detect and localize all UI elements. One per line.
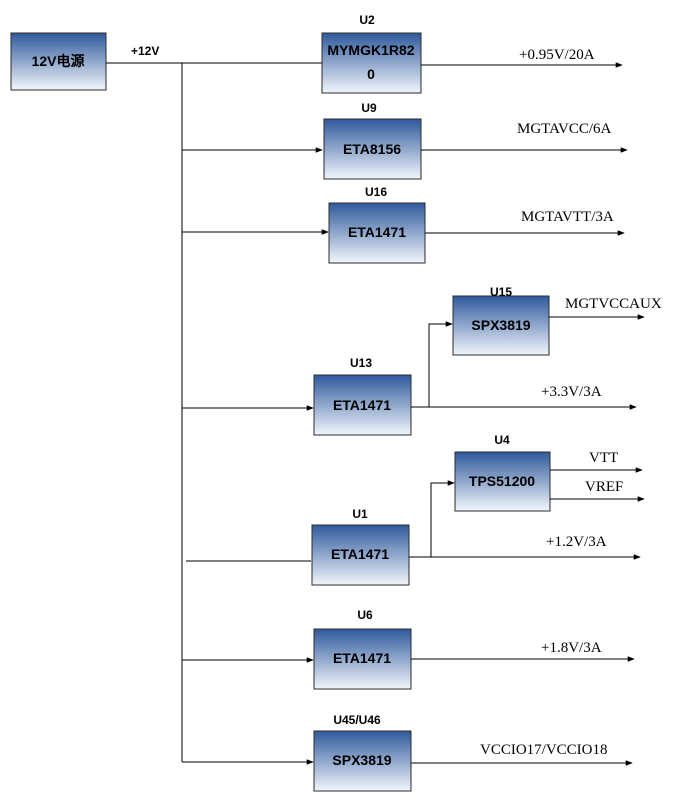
chip-u2: U2 MYMGK1R82 0 +0.95V/20A [321, 13, 623, 94]
chip-u16: U16 ETA1471 MGTAVTT/3A [328, 185, 625, 264]
chip-u45-u46: U45/U46 SPX3819 VCCIO17/VCCIO18 [313, 713, 633, 792]
chip-u6-box [313, 628, 412, 690]
chip-u4-vtt-label: VTT [589, 450, 618, 466]
chip-u45-u46-output-label: VCCIO17/VCCIO18 [480, 742, 608, 758]
chip-u4-ref: U4 [494, 433, 510, 447]
chip-u16-output-label: MGTAVTT/3A [521, 209, 614, 225]
chip-u6: U6 ETA1471 +1.8V/3A [313, 608, 635, 690]
source-block: 12V电源 [10, 32, 107, 91]
chip-u4: U4 TPS51200 VTT VREF [454, 433, 645, 512]
chip-u4-name: TPS51200 [469, 473, 535, 489]
chip-u13-ref: U13 [350, 356, 372, 370]
chip-u9: U9 ETA8156 MGTAVCC/6A [323, 101, 628, 180]
chip-u15-ref: U15 [490, 285, 512, 299]
u1-to-u4-wire [430, 480, 455, 557]
chip-u1-box [311, 524, 410, 586]
chip-u1-output-label: +1.2V/3A [546, 534, 607, 550]
chip-u1: U1 ETA1471 +1.2V/3A [311, 480, 641, 586]
u13-to-u15-wire [428, 321, 453, 407]
chip-u13: U13 ETA1471 +3.3V/3A [313, 321, 637, 436]
chip-u13-box [313, 374, 412, 436]
chip-u2-ref: U2 [359, 13, 375, 27]
chip-u6-name: ETA1471 [333, 650, 391, 666]
chip-u16-box [328, 202, 426, 264]
chip-u15-box [452, 295, 550, 356]
chip-u6-ref: U6 [357, 608, 373, 622]
bus-label: +12V [131, 44, 159, 58]
chip-u9-output-label: MGTAVCC/6A [517, 121, 612, 137]
source-label: 12V电源 [32, 53, 85, 69]
chip-u4-vref-label: VREF [585, 479, 623, 495]
chip-u45-u46-box [313, 730, 412, 792]
chip-u45-u46-ref: U45/U46 [333, 713, 381, 727]
chip-u6-output-label: +1.8V/3A [541, 640, 602, 656]
chip-u2-name-line1: MYMGK1R82 [327, 42, 414, 58]
chip-u9-name: ETA8156 [343, 141, 401, 157]
chip-u16-ref: U16 [365, 185, 387, 199]
bus-wiring: +12V [106, 44, 329, 765]
chip-u45-u46-name: SPX3819 [332, 752, 391, 768]
chip-u13-output-label: +3.3V/3A [541, 384, 602, 400]
chip-u15-output-label: MGTVCCAUX [565, 296, 662, 312]
chip-u9-ref: U9 [361, 101, 377, 115]
chip-u2-name-line2: 0 [367, 66, 375, 82]
chip-u2-box [321, 32, 422, 94]
chip-u15: U15 SPX3819 MGTVCCAUX [452, 285, 662, 356]
chip-u13-name: ETA1471 [333, 397, 391, 413]
chip-u15-name: SPX3819 [471, 317, 530, 333]
chip-u4-box [454, 451, 551, 512]
source-box [10, 32, 107, 91]
chip-u9-box [323, 118, 422, 180]
chip-u2-output-label: +0.95V/20A [519, 47, 595, 63]
chip-u1-ref: U1 [352, 507, 368, 521]
chip-u16-name: ETA1471 [348, 224, 406, 240]
chip-u1-name: ETA1471 [331, 546, 389, 562]
